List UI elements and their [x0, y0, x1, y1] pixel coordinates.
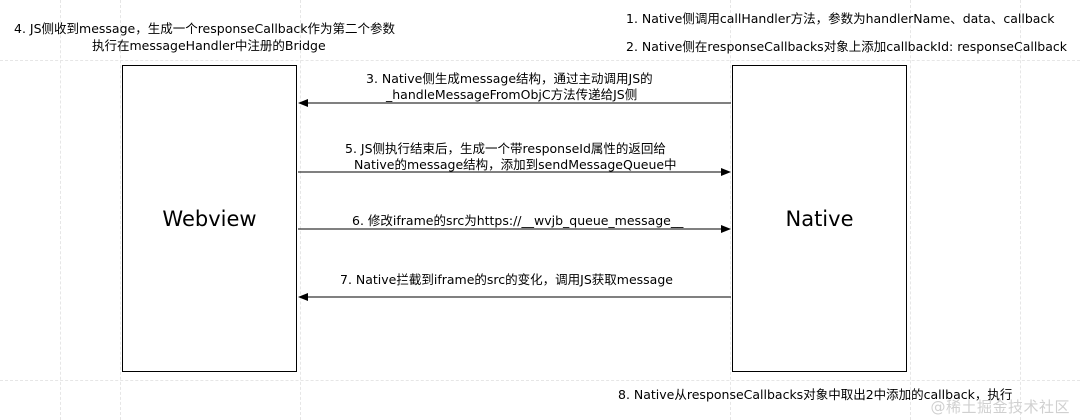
arrow-step7-label: 7. Native拦截到iframe的src的变化，调用JS获取message — [340, 272, 673, 287]
background-guide-line — [60, 0, 61, 420]
arrow-step3-label-line1: 3. Native侧生成message结构，通过主动调用JS的 — [366, 71, 653, 86]
arrow-step3-label-line2: _handleMessageFromObjC方法传递给JS侧 — [386, 87, 638, 102]
watermark: @稀土掘金技术社区 — [930, 398, 1070, 416]
background-guide-line — [0, 380, 1080, 381]
arrow-step5-label-line1: 5. JS侧执行结束后，生成一个带responseId属性的返回给 — [345, 141, 666, 156]
note-step1: 1. Native侧调用callHandler方法，参数为handlerName… — [626, 11, 1055, 26]
background-guide-line — [1020, 0, 1021, 420]
note-step4-line2: 执行在messageHandler中注册的Bridge — [92, 38, 326, 53]
background-guide-line — [910, 0, 911, 420]
native-label: Native — [785, 206, 854, 231]
webview-node: Webview — [122, 65, 297, 372]
note-step2: 2. Native侧在responseCallbacks对象上添加callbac… — [626, 39, 1068, 54]
arrow-step6-label: 6. 修改iframe的src为https://__wvjb_queue_mes… — [352, 213, 684, 228]
note-step8: 8. Native从responseCallbacks对象中取出2中添加的cal… — [618, 387, 1013, 402]
background-guide-line — [300, 0, 301, 420]
webview-label: Webview — [162, 206, 257, 231]
native-node: Native — [732, 65, 907, 372]
background-guide-line — [730, 0, 731, 420]
arrow-step5-label-line2: Native的message结构，添加到sendMessageQueue中 — [354, 157, 677, 172]
background-guide-line — [0, 60, 1080, 61]
background-guide-line — [120, 0, 121, 420]
note-step4-line1: 4. JS侧收到message，生成一个responseCallback作为第二… — [14, 21, 396, 36]
